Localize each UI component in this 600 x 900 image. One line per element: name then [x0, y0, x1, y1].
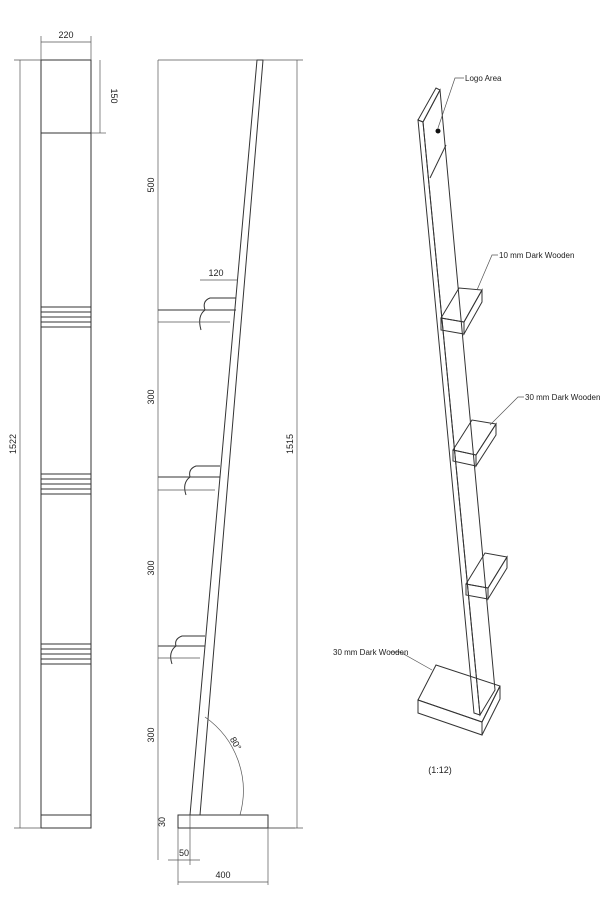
shelf-hooks: [158, 297, 236, 665]
slanted-board: [189, 59, 264, 816]
callout-label: Logo Area: [465, 74, 502, 83]
height-dim-label: 1522: [8, 434, 18, 454]
angle-arc: [204, 716, 244, 816]
logo-area-edge: [429, 144, 447, 179]
base: [417, 664, 501, 736]
shelf: [452, 419, 497, 468]
board-face: [422, 88, 496, 717]
front-view: 220 150 1522: [8, 30, 119, 829]
board-top: [417, 87, 441, 123]
angle-dim-label: 80°: [228, 735, 244, 752]
scale-label: (1:12): [428, 765, 452, 775]
stripe-group: [41, 473, 91, 495]
base-thickness-dim-label: 30: [157, 817, 167, 827]
stripe-group: [41, 306, 91, 328]
stripe-group: [41, 643, 91, 665]
segment-dim-label: 500: [146, 177, 156, 192]
segment-dim-label: 300: [146, 560, 156, 575]
segment-dim-label: 300: [146, 727, 156, 742]
logo-area-marker: [435, 128, 441, 134]
segment-dim-label: 300: [146, 389, 156, 404]
callout-label: 30 mm Dark Wooden: [525, 393, 600, 402]
shelf: [465, 552, 508, 601]
iso-view: Logo Area 10 mm Dark Wooden 30 mm Dark W…: [333, 74, 600, 775]
offset-dim-label: 50: [179, 848, 189, 858]
top-panel-dim-label: 150: [109, 88, 119, 103]
front-column: [40, 59, 92, 829]
shelf-depth-dim-label: 120: [208, 268, 223, 278]
board-side: [417, 119, 481, 716]
callout-label: 30 mm Dark Wooden: [333, 648, 408, 657]
height-dim-label: 1515: [285, 434, 295, 454]
side-view: 500 300 300 300 30 120 1515 50 400 80°: [146, 59, 303, 885]
shelf: [440, 287, 483, 336]
base-block: [177, 814, 269, 829]
base-length-dim-label: 400: [215, 870, 230, 880]
width-dim-label: 220: [58, 30, 73, 40]
callout-label: 10 mm Dark Wooden: [499, 251, 574, 260]
